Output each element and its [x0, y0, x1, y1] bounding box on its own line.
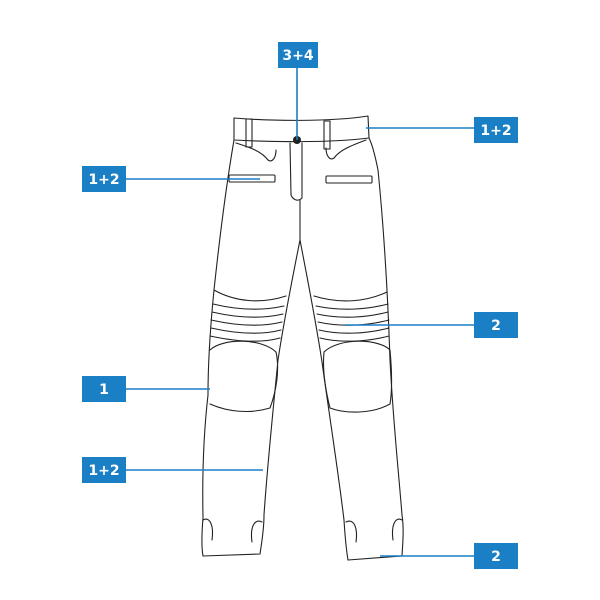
- callout-label: 3+4: [282, 48, 313, 64]
- fly-seam: [289, 142, 303, 201]
- callout-label: 1+2: [88, 172, 119, 188]
- belt-loop: [323, 120, 331, 150]
- pants-illustration: [201, 115, 404, 561]
- hem-detail-right-2: [391, 518, 403, 541]
- thigh-panel-right: [313, 291, 388, 302]
- callout-tag: 1+2: [82, 457, 126, 483]
- knee-pad-left: [209, 340, 279, 413]
- callout-label: 1+2: [88, 463, 119, 479]
- hem-detail-left-2: [250, 520, 263, 543]
- knee-ribbing-left: [209, 303, 285, 342]
- hem-detail-right: [345, 520, 358, 543]
- welt-pocket-right: [325, 175, 373, 184]
- leader-lines: [126, 66, 474, 557]
- callout-tag: 1: [82, 376, 126, 402]
- knee-pad-right: [322, 340, 393, 413]
- hem-detail-left: [202, 518, 214, 541]
- pants-outline: [201, 137, 404, 561]
- callout-tag: 3+4: [278, 42, 318, 68]
- waistband: [233, 115, 370, 143]
- callout-tag: 1+2: [82, 166, 126, 192]
- callout-tag: 2: [474, 543, 518, 569]
- callout-label: 2: [491, 549, 501, 565]
- thigh-panel-left: [213, 289, 287, 302]
- pocket-curve-right: [325, 139, 367, 160]
- callout-label: 2: [491, 318, 501, 334]
- callout-label: 1: [99, 382, 109, 398]
- callout-label: 1+2: [480, 123, 511, 139]
- callout-tag: 1+2: [474, 117, 518, 143]
- pocket-curve-left: [235, 142, 277, 162]
- knee-ribbing-right: [315, 303, 390, 342]
- callout-tag: 2: [474, 312, 518, 338]
